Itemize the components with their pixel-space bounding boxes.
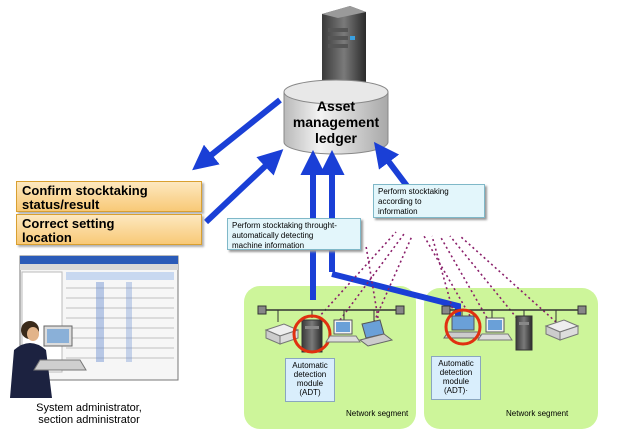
tower-pc-icon (301, 319, 323, 353)
administrator-label: System administrator, section administra… (14, 402, 164, 426)
adt-box-left: Automatic detection module (ADT) (285, 358, 335, 402)
administrator-label-line: section administrator (38, 414, 140, 426)
callout-line: according to (378, 197, 422, 206)
adt-highlight-ring-left (292, 314, 332, 354)
correct-location-box: Correct setting location (16, 214, 202, 245)
adt-line: Automatic (438, 359, 474, 368)
adt-line: module (296, 379, 324, 388)
ledger-label-line: Asset (316, 98, 356, 114)
stocktaking-info-callout: Perform stocktaking according to informa… (373, 184, 485, 218)
callout-line: automatically detecting (232, 231, 314, 240)
callout-line: information (378, 207, 418, 216)
confirm-stocktaking-box: Confirm stocktaking status/result (16, 181, 202, 212)
adt-line: module (442, 377, 470, 386)
asset-ledger-label: Asset management ledger (286, 98, 386, 146)
ledger-label-line: management (292, 114, 380, 130)
network-segment-label-right: Network segment (506, 409, 569, 418)
ledger-label-line: ledger (314, 130, 357, 146)
dotted-detection-links (317, 231, 557, 323)
callout-line: machine information (232, 241, 305, 250)
correct-location-line: Correct setting (22, 216, 115, 231)
administrator-label-line: System administrator, (36, 402, 142, 414)
callout-line: Perform stocktaking throught- (232, 221, 337, 230)
adt-box-right: Automatic detection module (ADT)· (431, 356, 481, 400)
confirm-stocktaking-line: status/result (22, 197, 100, 212)
arrow-ledger-to-confirm (192, 97, 282, 171)
laptop-icon (443, 315, 483, 339)
correct-location-line: location (22, 230, 72, 245)
auto-detect-callout: Perform stocktaking throught- automatica… (227, 218, 361, 250)
printer-icon (544, 319, 580, 341)
network-segment-label-left: Network segment (346, 409, 409, 418)
desktop-monitor-icon (325, 319, 361, 343)
adt-line: Automatic (292, 361, 328, 370)
desktop-monitor-icon (477, 317, 513, 341)
adt-line: (ADT)· (444, 386, 468, 395)
asset-ledger-cylinder (283, 79, 389, 155)
adt-highlight-ring-right (444, 308, 482, 346)
arrow-correct-to-ledger (203, 149, 284, 225)
adt-line: detection (439, 368, 473, 377)
arrow-right-adt-path (331, 271, 461, 320)
confirm-stocktaking-line: Confirm stocktaking (22, 183, 148, 198)
tower-pc-icon (515, 315, 533, 351)
administrator-person-icon (10, 321, 87, 398)
server-tower-icon (322, 6, 366, 92)
callout-line: Perform stocktaking (378, 187, 449, 196)
laptop-icon (358, 319, 394, 347)
adt-line: detection (293, 370, 327, 379)
adt-line: (ADT) (299, 388, 321, 397)
